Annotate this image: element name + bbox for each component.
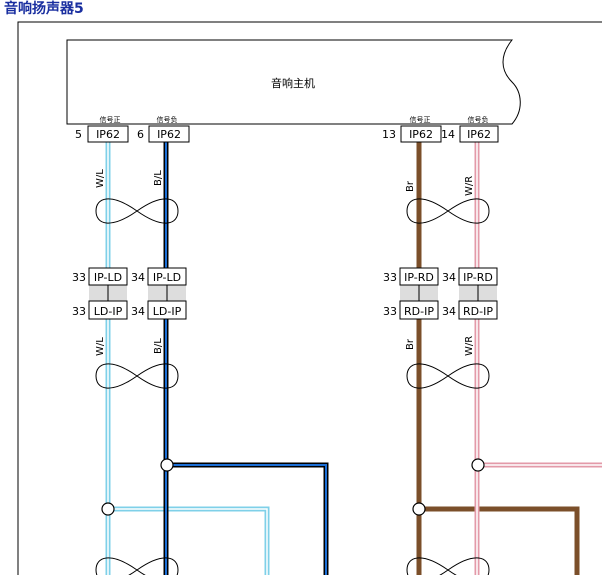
twisted-pair-icon	[95, 363, 179, 389]
diagram-frame	[17, 21, 602, 575]
wire-label: W/R	[464, 176, 475, 196]
connector-name: RD-IP	[463, 305, 493, 318]
pin-connector: IP62	[467, 128, 491, 141]
wire-label: Br	[405, 338, 416, 350]
connector-rd-ip-33[interactable]: 33 RD-IP	[383, 300, 439, 320]
page-title: 音响扬声器5	[4, 1, 84, 17]
pin-14[interactable]: 14 IP62	[441, 125, 499, 143]
connector-name: RD-IP	[404, 305, 434, 318]
pin-signal-label: 信号负	[157, 115, 178, 124]
pin-signal-label: 信号正	[410, 115, 431, 124]
connector-rd-ip-34[interactable]: 34 RD-IP	[442, 300, 498, 320]
pin-signal-label: 信号负	[468, 115, 489, 124]
connector-name: LD-IP	[153, 305, 182, 318]
wire-w-l[interactable]	[105, 142, 270, 575]
wire-label: W/R	[464, 336, 475, 356]
connector-name: LD-IP	[94, 305, 123, 318]
pin-6[interactable]: 6 IP62	[137, 125, 190, 143]
wire-w-r[interactable]	[474, 142, 602, 575]
pin-number: 34	[442, 271, 456, 284]
pin-number: 14	[441, 128, 455, 141]
splice-node[interactable]	[412, 502, 426, 516]
twisted-pair-icon	[406, 557, 490, 575]
pin-number: 34	[131, 305, 145, 318]
connector-name: IP-RD	[404, 271, 434, 284]
pin-number: 33	[383, 305, 397, 318]
twisted-pair-icon	[406, 198, 490, 224]
wire-label: W/L	[95, 337, 106, 356]
head-unit-box[interactable]	[66, 39, 521, 125]
pin-13[interactable]: 13 IP62	[382, 125, 442, 143]
connector-ip-rd-33[interactable]: 33 IP-RD	[383, 267, 439, 286]
pin-number: 34	[442, 305, 456, 318]
splice-node[interactable]	[160, 458, 174, 472]
wire-b-l[interactable]	[163, 142, 329, 575]
pin-5[interactable]: 5 IP62	[75, 125, 129, 143]
pin-connector: IP62	[157, 128, 181, 141]
connector-ld-ip-33[interactable]: 33 LD-IP	[72, 300, 128, 320]
twisted-pair-icon	[406, 363, 490, 389]
connector-name: IP-RD	[463, 271, 493, 284]
pin-connector: IP62	[96, 128, 120, 141]
splice-node[interactable]	[101, 502, 115, 516]
connector-ld-ip-34[interactable]: 34 LD-IP	[131, 300, 187, 320]
pin-signal-label: 信号正	[100, 115, 121, 124]
connector-ip-ld-34[interactable]: 34 IP-LD	[131, 267, 187, 286]
twisted-pair-icon	[95, 198, 179, 224]
pin-number: 13	[382, 128, 396, 141]
connector-name: IP-LD	[94, 271, 122, 284]
wire-label: B/L	[153, 338, 164, 354]
wire-label: B/L	[153, 170, 164, 186]
pin-number: 33	[72, 305, 86, 318]
wire-label: W/L	[95, 169, 106, 188]
connector-ip-rd-34[interactable]: 34 IP-RD	[442, 267, 498, 286]
connector-name: IP-LD	[153, 271, 181, 284]
twisted-pair-icon	[95, 557, 179, 575]
pin-number: 6	[137, 128, 144, 141]
connector-ip-ld-33[interactable]: 33 IP-LD	[72, 267, 128, 286]
connector-divider	[107, 285, 479, 301]
pin-number: 33	[72, 271, 86, 284]
pin-connector: IP62	[409, 128, 433, 141]
splice-node[interactable]	[471, 458, 485, 472]
head-unit-label: 音响主机	[271, 76, 315, 90]
pin-number: 34	[131, 271, 145, 284]
pin-number: 33	[383, 271, 397, 284]
wire-label: Br	[405, 180, 416, 192]
pin-number: 5	[75, 128, 82, 141]
connector-body	[89, 285, 497, 301]
